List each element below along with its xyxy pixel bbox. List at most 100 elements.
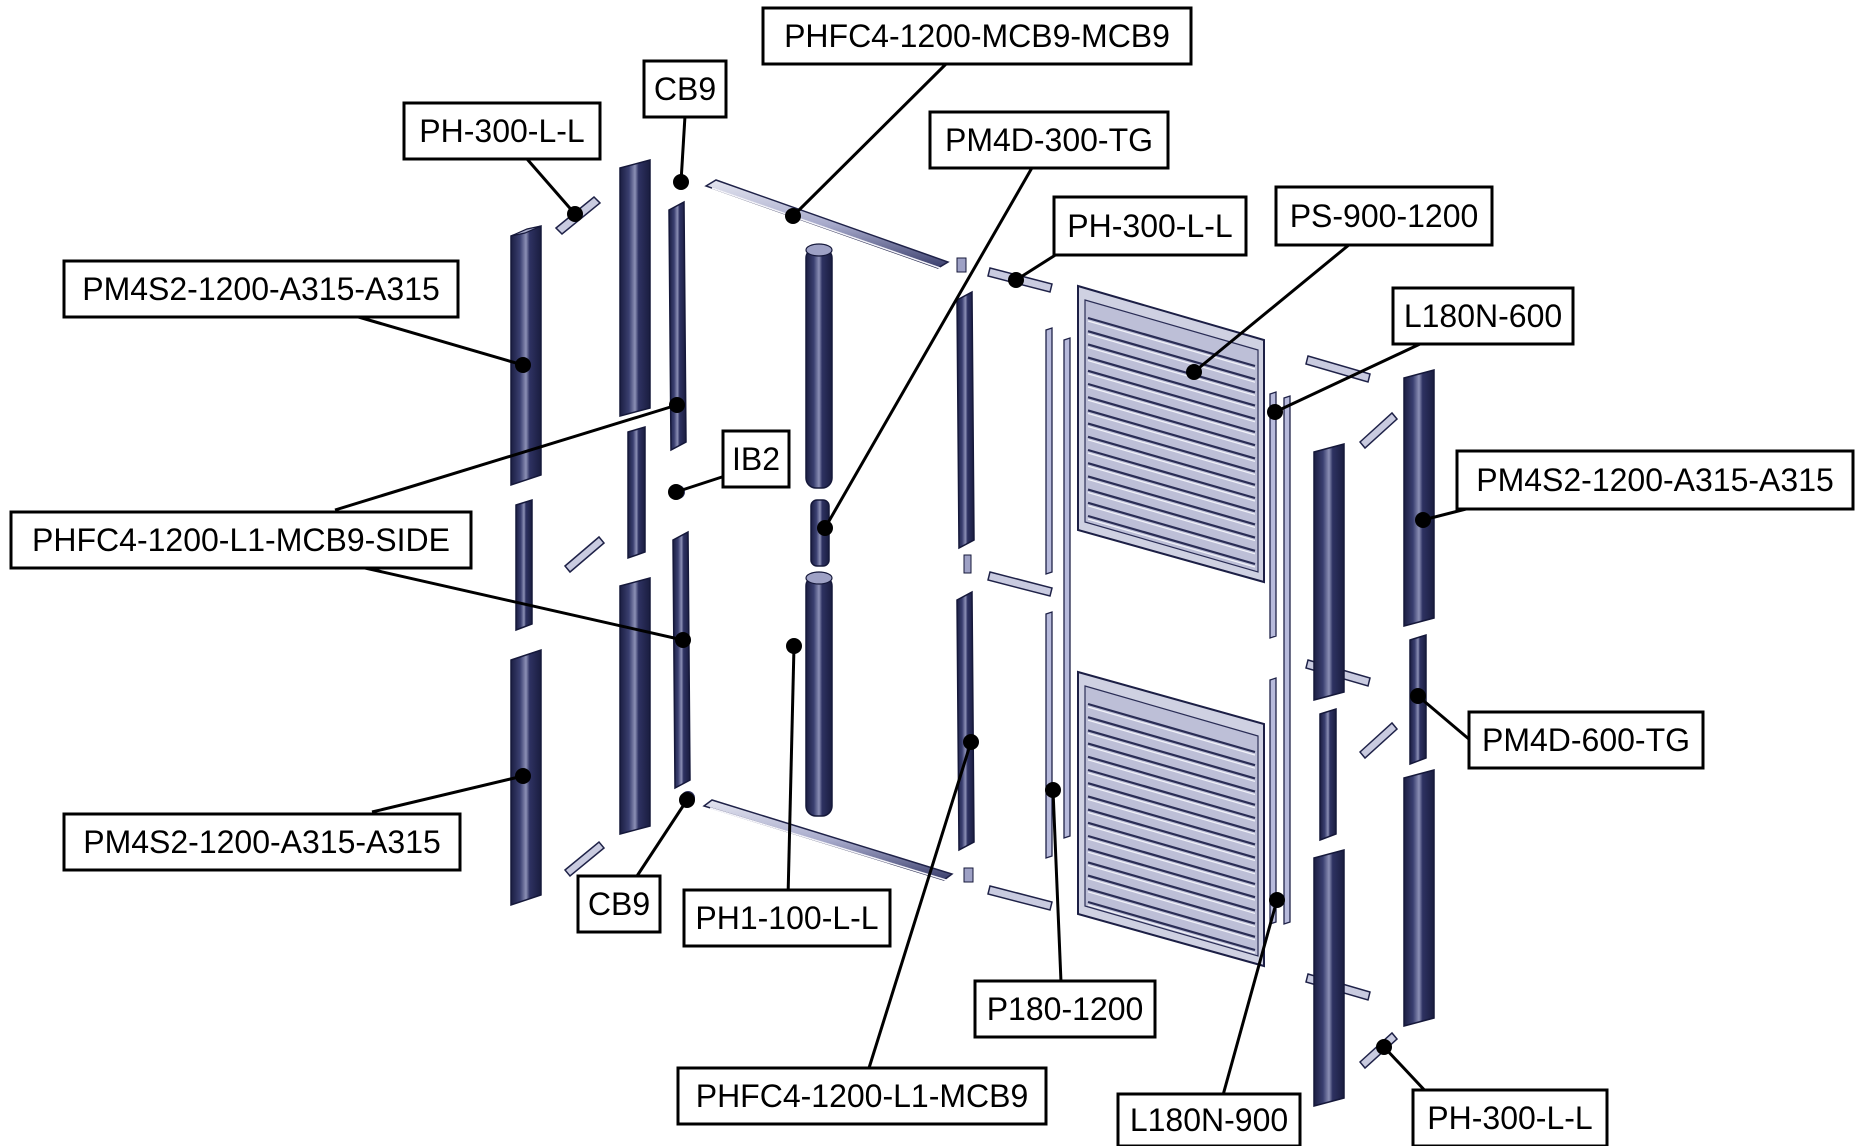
label-ib2: IB2 — [721, 429, 791, 489]
louvre-slat-highlight — [1087, 439, 1256, 489]
louvre-slat — [1087, 874, 1256, 925]
louvre-slat-highlight — [1087, 878, 1256, 928]
connector-middle-bottom — [987, 885, 1053, 911]
panel-ps-900-upper — [1077, 284, 1265, 584]
louvre-slat-highlight — [1087, 851, 1256, 901]
louvre-slat-highlight — [1087, 399, 1256, 449]
louvre-slat-highlight — [1087, 452, 1256, 502]
post-short-left — [515, 498, 533, 632]
louvre-slat — [1087, 396, 1256, 447]
louvre-slat — [1087, 369, 1256, 420]
connector-left-mid — [563, 535, 606, 574]
louvre-slat-highlight — [1087, 492, 1256, 542]
svg-text:PH-300-L-L: PH-300-L-L — [419, 113, 584, 149]
svg-text:PHFC4-1200-L1-MCB9-SIDE: PHFC4-1200-L1-MCB9-SIDE — [32, 522, 450, 558]
clip-ph1-100-bottom — [963, 867, 974, 883]
profile-l180n-900 — [1269, 677, 1277, 925]
svg-text:PHFC4-1200-L1-MCB9: PHFC4-1200-L1-MCB9 — [696, 1078, 1029, 1114]
louvre-slat-highlight — [1087, 864, 1256, 914]
louvre-slat-highlight — [1087, 772, 1256, 822]
profile-p180-lower — [1045, 611, 1053, 859]
louvre-slat — [1087, 422, 1256, 473]
svg-text:PH-300-L-L: PH-300-L-L — [1427, 1100, 1592, 1136]
louvre-slat — [1087, 834, 1256, 886]
louvre-slat-highlight — [1087, 812, 1256, 862]
post-column2-short — [627, 425, 646, 560]
svg-text:P180-1200: P180-1200 — [987, 991, 1144, 1027]
louvre-slat — [1087, 488, 1256, 539]
louvre-slat — [1087, 848, 1256, 899]
post-right-inner-short — [1319, 707, 1337, 842]
part-labels: PHFC4-1200-MCB9-MCB9 CB9 PH-300-L-L PM4D… — [9, 6, 1855, 1146]
louvre-slat — [1087, 435, 1256, 486]
louvre-slat-highlight — [1087, 518, 1256, 568]
louvre-slat-highlight — [1087, 505, 1256, 555]
rail-phfc4-top — [704, 179, 950, 269]
louvre-slat-highlight — [1087, 373, 1256, 423]
svg-text:PH-300-L-L: PH-300-L-L — [1067, 208, 1232, 244]
label-pm4s2-right: PM4S2-1200-A315-A315 — [1455, 449, 1855, 511]
label-ph-300-l-l-top-left: PH-300-L-L — [402, 101, 602, 161]
louvre-slat-highlight — [1087, 746, 1256, 796]
svg-text:PHFC4-1200-MCB9-MCB9: PHFC4-1200-MCB9-MCB9 — [784, 18, 1170, 54]
svg-text:PM4S2-1200-A315-A315: PM4S2-1200-A315-A315 — [83, 824, 441, 860]
louvre-slat-highlight — [1087, 798, 1256, 848]
label-cb9-bottom: CB9 — [576, 874, 662, 934]
louvre-slat — [1087, 795, 1256, 846]
louvre-slats-upper — [1087, 316, 1256, 568]
post-column2-upper — [619, 159, 651, 417]
louvre-slat — [1087, 768, 1256, 820]
frame-phfc4-side-lower — [672, 530, 691, 790]
frame-phfc4-l1-upper — [956, 290, 975, 550]
clip-ph1-100-top — [956, 257, 967, 273]
louvre-slat-highlight — [1087, 719, 1256, 769]
rail-phfc4-bottom — [702, 799, 954, 881]
connector-right-small-mid — [1358, 721, 1399, 760]
frame-phfc4-l1-lower — [956, 590, 975, 852]
louvre-slat — [1087, 475, 1256, 526]
post-middle-lower — [805, 571, 833, 817]
louvre-slat — [1087, 514, 1256, 566]
svg-text:L180N-600: L180N-600 — [1404, 298, 1562, 334]
louvre-slat-highlight — [1087, 386, 1256, 436]
label-ps-900-1200: PS-900-1200 — [1274, 185, 1494, 247]
post-column2-lower — [619, 577, 651, 835]
louvre-slat — [1087, 462, 1256, 513]
louvre-slat — [1087, 861, 1256, 912]
louvre-slat-highlight — [1087, 825, 1256, 875]
label-pm4s2-left-top: PM4S2-1200-A315-A315 — [62, 259, 460, 319]
louvre-slat-highlight — [1087, 320, 1256, 370]
louvre-slat-highlight — [1087, 426, 1256, 476]
louvre-slat — [1087, 808, 1256, 859]
louvre-slat — [1087, 382, 1256, 434]
label-pm4d-600-tg: PM4D-600-TG — [1467, 710, 1705, 770]
svg-text:PS-900-1200: PS-900-1200 — [1290, 198, 1479, 234]
louvre-slat-highlight — [1087, 333, 1256, 383]
clip-ph1-100-mid — [963, 554, 972, 574]
louvre-slat-highlight — [1087, 732, 1256, 782]
post-pm4s2-right-lower — [1403, 769, 1435, 1027]
louvre-slat — [1087, 900, 1256, 952]
label-cb9-top: CB9 — [642, 59, 728, 119]
label-p180-1200: P180-1200 — [973, 979, 1157, 1039]
connector-left-bottom — [563, 840, 606, 878]
svg-text:CB9: CB9 — [588, 886, 650, 922]
louvre-slat — [1087, 316, 1256, 368]
louvre-slat — [1087, 501, 1256, 552]
louvre-slat-highlight — [1087, 904, 1256, 954]
louvre-slat — [1087, 887, 1256, 938]
louvre-slat-highlight — [1087, 346, 1256, 396]
post-pm4s2-right-upper — [1403, 369, 1435, 627]
louvre-slat — [1087, 409, 1256, 460]
louvre-slat — [1087, 702, 1256, 754]
louvre-slat — [1087, 356, 1256, 407]
label-phfc4-1200-l1-mcb9-side: PHFC4-1200-L1-MCB9-SIDE — [9, 510, 473, 570]
connector-middle — [987, 571, 1053, 597]
post-right-inner-lower — [1313, 849, 1345, 1107]
label-l180n-900: L180N-900 — [1116, 1092, 1302, 1146]
louvre-slats-lower — [1087, 702, 1256, 954]
louvre-slat — [1087, 755, 1256, 806]
profile-p180-upper — [1045, 327, 1071, 839]
louvre-slat — [1087, 782, 1256, 833]
connector-right-small-top — [1358, 411, 1399, 450]
